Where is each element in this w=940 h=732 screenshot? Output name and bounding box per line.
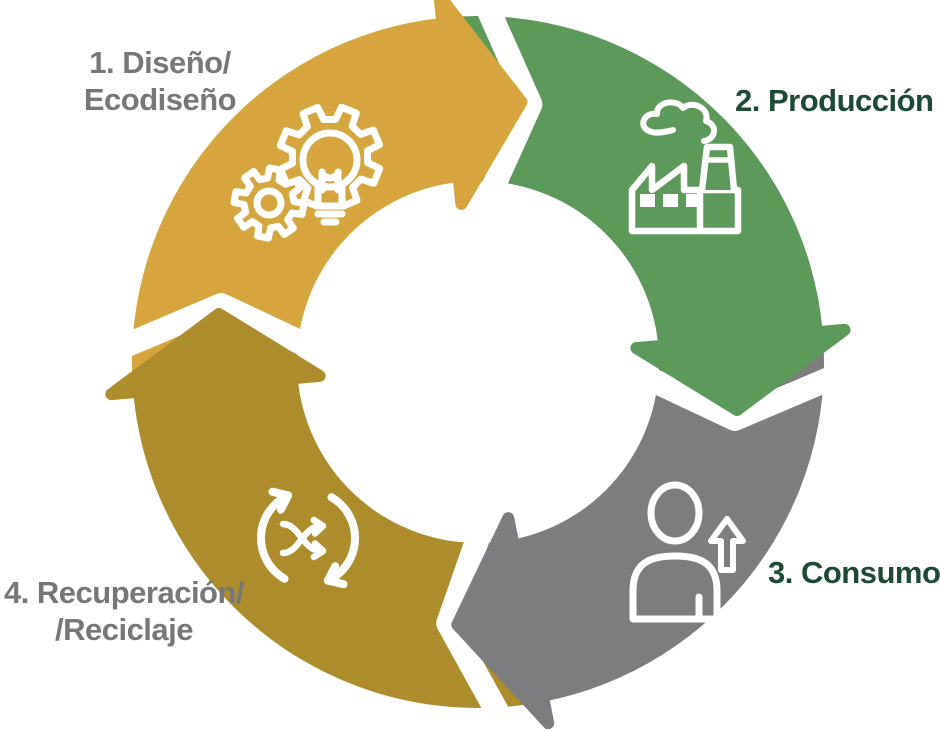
segment-gap-chevron [602,350,881,431]
stage-label-produccion-line-1: 2. Producción [735,83,934,118]
person-arrow-icon [629,481,746,623]
stage-label-produccion: 2. Producción [735,82,934,119]
segment-gap-chevron [436,485,523,732]
stage-label-diseno-line-2: Ecodiseño [83,82,237,117]
stage-label-diseno: 1. Diseño/ Ecodiseño [62,44,258,118]
arrow-head-consumo [451,512,555,730]
stage-label-consumo: 3. Consumo [768,554,940,591]
arrow-head-produccion [630,323,851,416]
segment-gap-chevron [463,0,543,238]
stage-label-consumo-line-1: 3. Consumo [768,555,940,590]
segment-gap-chevron [75,293,354,374]
stage-label-recuperacion-line-1: 4. Recuperación/ [3,575,245,610]
recycle-shuffle-icon [257,487,359,589]
stage-label-diseno-line-1: 1. Diseño/ [89,45,231,80]
arrow-head-diseno [433,0,528,210]
gears-lightbulb-icon [230,103,384,242]
arrow-head-recuperacion [105,308,326,401]
stage-label-recuperacion-line-2: /Reciclaje [54,612,194,647]
factory-icon [628,99,742,235]
stage-label-recuperacion: 4. Recuperación/ /Reciclaje [2,574,246,648]
